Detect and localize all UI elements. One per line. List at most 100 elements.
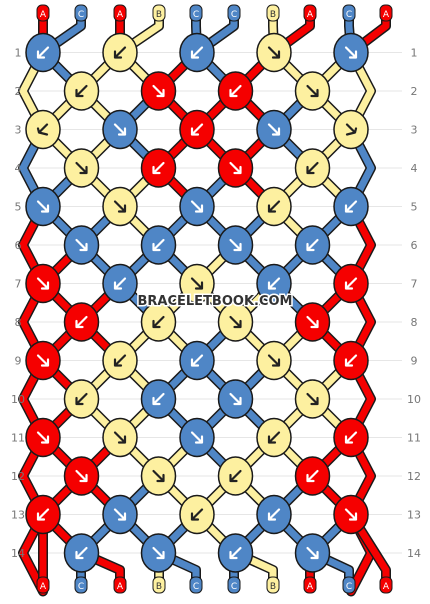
- knot[interactable]: [217, 148, 254, 188]
- knot[interactable]: [140, 148, 177, 188]
- top-strand-label: B: [270, 10, 276, 20]
- row-label-left: 5: [15, 201, 22, 214]
- knot[interactable]: [256, 494, 292, 535]
- knot[interactable]: [179, 109, 215, 150]
- knot[interactable]: [140, 379, 177, 419]
- knot[interactable]: [25, 32, 61, 73]
- knot[interactable]: [217, 379, 254, 419]
- knot[interactable]: [294, 302, 331, 342]
- knot[interactable]: [333, 340, 369, 381]
- knot[interactable]: [179, 32, 215, 73]
- knot[interactable]: [179, 186, 215, 227]
- knot-arrow-icon: [306, 469, 319, 483]
- knot[interactable]: [63, 302, 100, 342]
- knot-arrow-icon: [306, 392, 319, 406]
- knot[interactable]: [63, 456, 100, 496]
- knot[interactable]: [25, 263, 61, 304]
- knot-arrow-icon: [345, 123, 358, 136]
- knot[interactable]: [294, 533, 331, 573]
- knot-arrow-icon: [267, 508, 281, 521]
- knot-arrow-icon: [344, 354, 358, 367]
- knot-arrow-icon: [344, 508, 358, 521]
- knot-arrow-icon: [229, 315, 242, 329]
- knot[interactable]: [102, 263, 138, 304]
- knot[interactable]: [140, 456, 177, 496]
- top-strand-label-cap: [303, 4, 317, 22]
- knot[interactable]: [102, 494, 138, 535]
- knot[interactable]: [256, 263, 292, 304]
- knot[interactable]: [102, 32, 138, 73]
- top-strand-label-cap: [266, 4, 280, 22]
- knot[interactable]: [179, 417, 215, 458]
- knot[interactable]: [333, 417, 369, 458]
- knot[interactable]: [179, 494, 215, 535]
- knot[interactable]: [333, 32, 369, 73]
- row-label-left: 6: [15, 239, 22, 252]
- knot[interactable]: [256, 186, 292, 227]
- bottom-strand-label: A: [117, 582, 124, 592]
- knot[interactable]: [140, 533, 177, 573]
- bottom-strand-label-cap: [189, 576, 203, 594]
- knot-arrow-icon: [344, 200, 358, 213]
- knot[interactable]: [256, 340, 292, 381]
- knot[interactable]: [256, 32, 292, 73]
- knot[interactable]: [256, 109, 292, 150]
- knot[interactable]: [333, 494, 369, 535]
- knot-arrow-icon: [190, 508, 204, 521]
- knot[interactable]: [25, 340, 61, 381]
- bottom-strand-label: B: [270, 582, 276, 592]
- knot[interactable]: [25, 186, 61, 227]
- knot-arrow-icon: [113, 508, 127, 521]
- knot[interactable]: [102, 186, 138, 227]
- bottom-strand-label-cap: [227, 576, 241, 594]
- knot[interactable]: [25, 417, 61, 458]
- knot[interactable]: [217, 456, 254, 496]
- knot[interactable]: [179, 340, 215, 381]
- knot[interactable]: [217, 533, 254, 573]
- knot[interactable]: [294, 456, 331, 496]
- knot-arrow-icon: [36, 200, 50, 213]
- knot[interactable]: [102, 340, 138, 381]
- knot[interactable]: [25, 494, 61, 535]
- row-label-right: 4: [411, 162, 418, 175]
- knot[interactable]: [179, 263, 215, 304]
- row-label-left: 7: [15, 278, 22, 291]
- bottom-strand-label: C: [346, 582, 352, 592]
- bottom-strand-label: A: [307, 582, 314, 592]
- knot[interactable]: [102, 417, 138, 458]
- knot[interactable]: [63, 71, 100, 111]
- knot[interactable]: [294, 225, 331, 265]
- top-strand-label: A: [383, 10, 390, 20]
- knot-arrow-icon: [36, 123, 49, 136]
- knot-arrow-icon: [190, 431, 204, 444]
- knot[interactable]: [140, 302, 177, 342]
- knot[interactable]: [63, 148, 100, 188]
- knot[interactable]: [25, 109, 61, 150]
- knot-arrow-icon: [344, 431, 358, 444]
- knot-arrow-icon: [113, 46, 127, 59]
- knot[interactable]: [63, 225, 100, 265]
- knot[interactable]: [294, 148, 331, 188]
- knot[interactable]: [140, 71, 177, 111]
- top-strand-label-cap: [342, 4, 356, 22]
- bottom-strand-label-cap: [74, 576, 88, 594]
- bottom-strand-label: A: [40, 582, 47, 592]
- bottom-strand-label-cap: [36, 576, 50, 594]
- knot[interactable]: [333, 186, 369, 227]
- row-label-right: 12: [407, 470, 421, 483]
- knot[interactable]: [294, 71, 331, 111]
- knot[interactable]: [294, 379, 331, 419]
- knot[interactable]: [217, 302, 254, 342]
- knot[interactable]: [217, 225, 254, 265]
- knot[interactable]: [333, 109, 369, 150]
- knot[interactable]: [256, 417, 292, 458]
- knot-arrow-icon: [75, 238, 88, 252]
- knot[interactable]: [63, 379, 100, 419]
- row-label-left: 12: [11, 470, 25, 483]
- knot[interactable]: [102, 109, 138, 150]
- knot[interactable]: [140, 225, 177, 265]
- top-strand-label-cap: [189, 4, 203, 22]
- knot[interactable]: [333, 263, 369, 304]
- knot[interactable]: [217, 71, 254, 111]
- knot[interactable]: [63, 533, 100, 573]
